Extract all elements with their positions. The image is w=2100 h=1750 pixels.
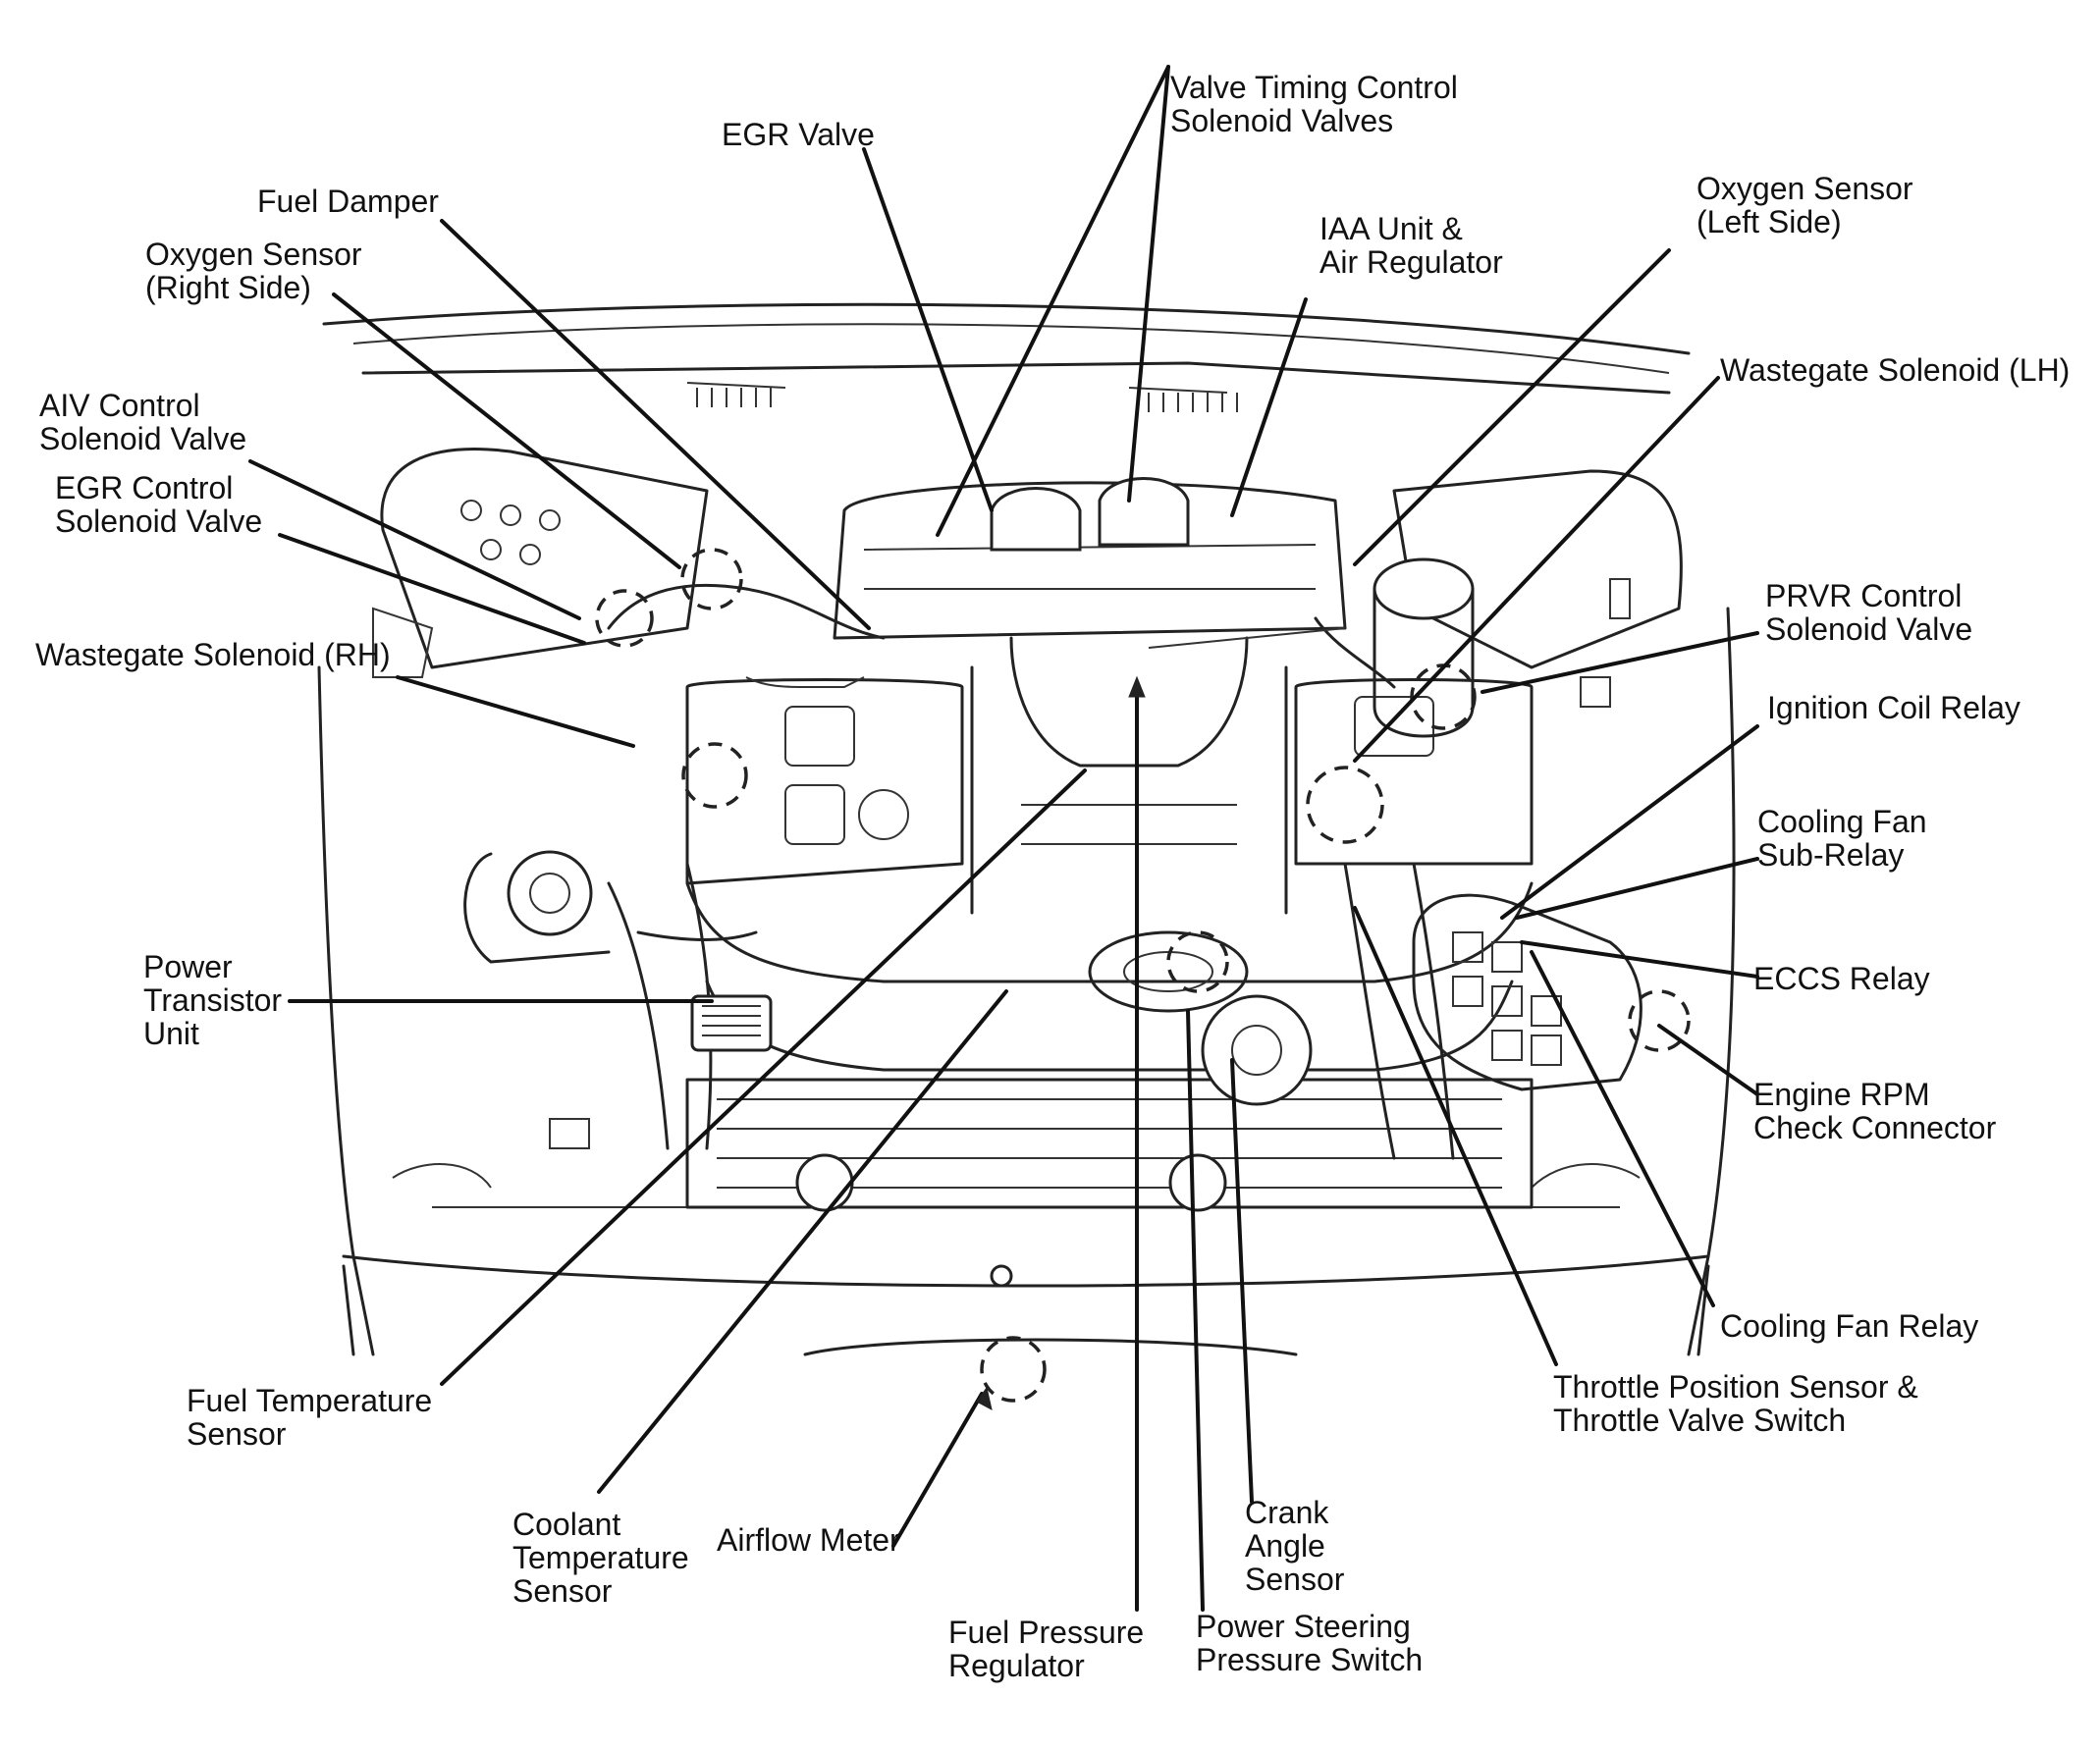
label-egr-valve-line-1: EGR Valve: [722, 117, 875, 152]
label-engine-rpm-line-2: Check Connector: [1753, 1110, 1997, 1145]
label-wastegate-lh-line-1: Wastegate Solenoid (LH): [1720, 352, 2070, 388]
label-valve-timing-line-1: Valve Timing Control: [1170, 70, 1458, 105]
label-throttle-position: Throttle Position Sensor &Throttle Valve…: [1553, 1369, 1918, 1438]
leader-wastegate-lh: [1353, 376, 1720, 763]
label-wastegate-lh: Wastegate Solenoid (LH): [1720, 352, 2070, 388]
label-prvr-control-line-1: PRVR Control: [1765, 578, 1962, 613]
label-ignition-coil: Ignition Coil Relay: [1767, 690, 2020, 725]
leader-o2-right: [332, 292, 681, 569]
label-o2-right-line-2: (Right Side): [145, 270, 311, 305]
label-eccs-relay: ECCS Relay: [1753, 961, 1930, 996]
label-fan-sub-relay-line-1: Cooling Fan: [1757, 804, 1927, 839]
leader-ps-pressure: [1186, 1009, 1205, 1612]
leader-eccs-relay: [1520, 940, 1759, 979]
leader-fan-sub-relay: [1515, 857, 1759, 920]
label-iaa-unit-line-1: IAA Unit &: [1319, 211, 1463, 246]
label-fuel-damper-line-1: Fuel Damper: [257, 184, 439, 219]
label-iaa-unit-line-2: Air Regulator: [1319, 244, 1503, 280]
label-crank-angle-line-1: Crank: [1245, 1495, 1329, 1530]
label-airflow-meter-line-1: Airflow Meter: [717, 1522, 900, 1558]
leader-valve-timing-1: [936, 65, 1170, 537]
label-iaa-unit: IAA Unit &Air Regulator: [1319, 211, 1503, 280]
label-fan-sub-relay-line-2: Sub-Relay: [1757, 837, 1904, 873]
leader-valve-timing-2: [1127, 65, 1170, 503]
label-o2-right: Oxygen Sensor(Right Side): [145, 237, 362, 305]
label-egr-control-line-1: EGR Control: [55, 470, 233, 505]
leader-o2-left: [1353, 248, 1671, 566]
leader-coolant-temp: [597, 989, 1008, 1494]
leader-engine-rpm: [1657, 1024, 1759, 1096]
label-ignition-coil-line-1: Ignition Coil Relay: [1767, 690, 2020, 725]
label-engine-rpm-line-1: Engine RPM: [1753, 1077, 1930, 1112]
label-o2-left-line-2: (Left Side): [1696, 204, 1842, 239]
label-fuel-damper: Fuel Damper: [257, 184, 439, 219]
label-fuel-pressure-line-2: Regulator: [948, 1648, 1085, 1683]
leader-wastegate-rh: [396, 675, 635, 748]
label-fan-relay-line-1: Cooling Fan Relay: [1720, 1308, 1978, 1344]
arrowhead-fuel-pressure: [1128, 675, 1146, 698]
leader-throttle-position: [1353, 906, 1558, 1366]
leader-lines: [248, 65, 1759, 1612]
label-egr-control-line-2: Solenoid Valve: [55, 504, 262, 539]
label-airflow-meter: Airflow Meter: [717, 1522, 900, 1558]
label-coolant-temp-line-1: Coolant: [512, 1507, 620, 1542]
label-coolant-temp-line-3: Sensor: [512, 1573, 613, 1609]
label-wastegate-rh-line-1: Wastegate Solenoid (RH): [35, 637, 391, 672]
label-fuel-temp-line-2: Sensor: [187, 1416, 287, 1452]
label-egr-valve: EGR Valve: [722, 117, 875, 152]
leader-fuel-damper: [440, 219, 871, 630]
label-eccs-relay-line-1: ECCS Relay: [1753, 961, 1930, 996]
label-fan-relay: Cooling Fan Relay: [1720, 1308, 1978, 1344]
label-crank-angle-line-3: Sensor: [1245, 1562, 1345, 1597]
leader-iaa-unit: [1230, 297, 1308, 517]
label-power-transistor-line-1: Power: [143, 949, 233, 984]
label-power-transistor-line-2: Transistor: [143, 982, 282, 1018]
label-aiv-control-line-2: Solenoid Valve: [39, 421, 246, 456]
leader-crank-angle: [1230, 1058, 1254, 1504]
leader-prvr-control: [1481, 631, 1759, 694]
label-coolant-temp-line-2: Temperature: [512, 1540, 689, 1575]
label-ps-pressure-line-1: Power Steering: [1196, 1609, 1411, 1644]
label-fuel-pressure-line-1: Fuel Pressure: [948, 1615, 1144, 1650]
leader-ignition-coil: [1500, 724, 1759, 920]
label-o2-left: Oxygen Sensor(Left Side): [1696, 171, 1913, 239]
label-ps-pressure-line-2: Pressure Switch: [1196, 1642, 1423, 1677]
arrowhead-airflow-meter: [976, 1386, 993, 1410]
label-valve-timing-line-2: Solenoid Valves: [1170, 103, 1393, 138]
label-power-transistor-line-3: Unit: [143, 1016, 199, 1051]
leader-egr-control: [278, 533, 586, 645]
label-crank-angle-line-2: Angle: [1245, 1528, 1325, 1564]
leader-airflow-meter: [891, 1392, 984, 1548]
label-prvr-control-line-2: Solenoid Valve: [1765, 611, 1972, 647]
label-throttle-position-line-1: Throttle Position Sensor &: [1553, 1369, 1918, 1405]
label-throttle-position-line-2: Throttle Valve Switch: [1553, 1403, 1846, 1438]
engine-bay-drawing: [317, 302, 1736, 1403]
label-wastegate-rh: Wastegate Solenoid (RH): [35, 637, 391, 672]
leader-fan-relay: [1530, 950, 1715, 1307]
leader-aiv-control: [248, 459, 581, 620]
leader-fuel-temp: [440, 769, 1087, 1386]
label-o2-left-line-1: Oxygen Sensor: [1696, 171, 1913, 206]
label-fuel-temp-line-1: Fuel Temperature: [187, 1383, 432, 1418]
label-o2-right-line-1: Oxygen Sensor: [145, 237, 362, 272]
label-aiv-control-line-1: AIV Control: [39, 388, 200, 423]
leader-egr-valve: [862, 147, 994, 512]
